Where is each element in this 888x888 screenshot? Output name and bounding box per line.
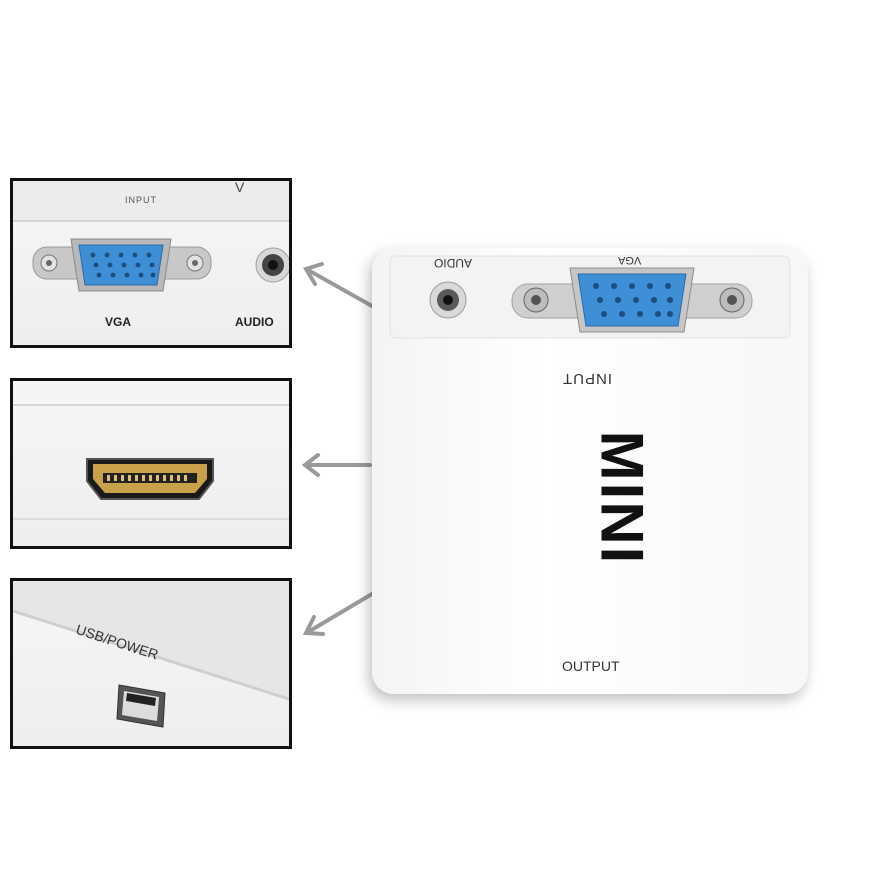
device-audio-label: AUDIO (434, 256, 473, 270)
device-vga-label: VGA (618, 254, 642, 266)
usb-closeup-graphic (13, 581, 289, 728)
audio-jack-icon (255, 247, 289, 283)
arrow-to-usb-panel (306, 592, 374, 634)
arrow-to-vga-panel (306, 268, 374, 308)
hdmi-port-icon (86, 458, 214, 500)
hdmi-closeup-graphic (13, 381, 289, 520)
vga-audio-closeup-graphic (13, 181, 289, 292)
device-output-label: OUTPUT (562, 658, 620, 674)
device-ports-graphic (389, 255, 791, 339)
hdmi-closeup-panel (10, 378, 292, 549)
panel-vga-label: VGA (105, 315, 132, 329)
device-vga-port-icon (511, 267, 753, 333)
panel-audio-label: AUDIO (235, 315, 274, 329)
usb-power-closeup-panel: USB/POWER (10, 578, 292, 749)
panel-corner-letter: V (235, 179, 245, 195)
device-brand-label: MINI (588, 430, 656, 566)
usb-port-icon (116, 684, 166, 728)
panel-input-label: INPUT (125, 195, 157, 205)
vga-audio-closeup-panel: INPUT V VGA AUDIO (10, 178, 292, 348)
mini-converter-device: AUDIO VGA INPUT MINI OUTPUT (372, 248, 808, 694)
device-input-label: INPUT (562, 370, 612, 387)
vga-port-icon (32, 238, 212, 292)
device-audio-jack-icon (429, 281, 467, 319)
